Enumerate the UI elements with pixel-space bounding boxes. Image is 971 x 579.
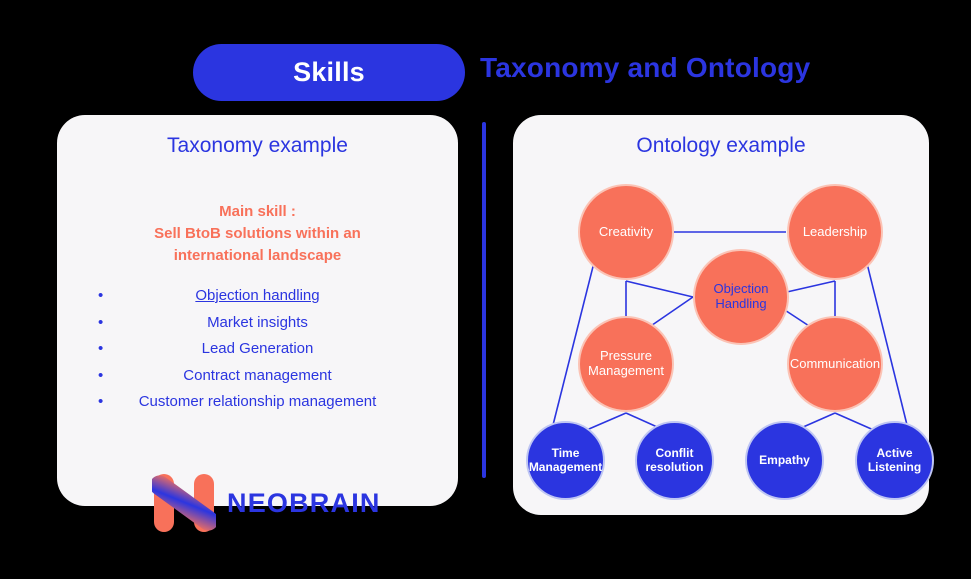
- node-label: Communication: [789, 355, 881, 371]
- main-skill-line-1: Sell BtoB solutions within an: [154, 224, 361, 242]
- node-objection-handling[interactable]: Objection Handling: [693, 249, 789, 345]
- skill-label: Customer relationship management: [138, 393, 377, 410]
- node-label-line-1: Objection: [713, 281, 769, 297]
- node-label-line-2: Listening: [867, 459, 922, 474]
- vertical-divider: [482, 122, 486, 478]
- main-skill-line-2: international landscape: [173, 246, 342, 264]
- page-title: Taxonomy and Ontology: [480, 52, 811, 83]
- neobrain-wordmark: NEOBRAIN: [227, 487, 381, 518]
- skill-label: Lead Generation: [201, 340, 314, 357]
- skill-list-item[interactable]: Objection handling: [57, 283, 458, 310]
- node-communication[interactable]: Communication: [787, 316, 883, 412]
- node-label-line-2: Management: [528, 459, 603, 474]
- node-label: Creativity: [598, 223, 654, 239]
- node-label-line-1: Time: [551, 445, 580, 460]
- node-label: Conflit resolution: [645, 445, 704, 475]
- node-label-line-2: resolution: [645, 459, 704, 474]
- node-label-line-2: Handling: [715, 296, 767, 311]
- skill-list-item[interactable]: Customer relationship management: [57, 389, 458, 416]
- node-label-line-1: Conflit: [655, 445, 694, 460]
- node-label: Time Management: [528, 445, 603, 475]
- node-label-line-1: Active: [876, 445, 913, 460]
- taxonomy-panel: Taxonomy example Main skill : Sell BtoB …: [57, 115, 458, 506]
- node-label-line-1: Pressure: [599, 348, 652, 364]
- skill-list-item[interactable]: Contract management: [57, 363, 458, 390]
- node-empathy[interactable]: Empathy: [745, 421, 824, 500]
- ontology-panel: Ontology example: [513, 115, 934, 515]
- neobrain-n-mark: [152, 474, 216, 532]
- node-label: Objection Handling: [713, 281, 769, 312]
- skill-list-item[interactable]: Market insights: [57, 310, 458, 337]
- node-time-management[interactable]: Time Management: [526, 421, 605, 500]
- ontology-panel-title: Ontology example: [636, 134, 806, 157]
- node-label: Leadership: [802, 223, 868, 239]
- node-label-line-2: Management: [588, 363, 664, 378]
- neobrain-logo: NEOBRAIN: [152, 472, 381, 534]
- node-label: Pressure Management: [588, 348, 664, 379]
- skill-label: Market insights: [207, 313, 308, 331]
- node-label: Empathy: [759, 452, 810, 467]
- node-active-listening[interactable]: Active Listening: [855, 421, 934, 500]
- main-skill-label: Main skill :: [219, 203, 296, 220]
- node-leadership[interactable]: Leadership: [787, 184, 883, 280]
- main-skill-block: Main skill : Sell BtoB solutions within …: [85, 201, 430, 266]
- skill-label: Contract management: [183, 366, 332, 384]
- skills-pill-badge[interactable]: Skills: [193, 44, 465, 101]
- skills-pill-label: Skills: [293, 57, 365, 87]
- node-pressure-management[interactable]: Pressure Management: [578, 316, 674, 412]
- skill-label: Objection handling: [195, 287, 320, 304]
- node-label: Active Listening: [867, 445, 922, 475]
- skill-list: Objection handling Market insights Lead …: [57, 283, 458, 416]
- ontology-graph: Creativity Leadership Objection Handling…: [513, 115, 934, 515]
- taxonomy-panel-title: Taxonomy example: [167, 134, 348, 157]
- skill-list-item[interactable]: Lead Generation: [57, 336, 458, 363]
- node-creativity[interactable]: Creativity: [578, 184, 674, 280]
- node-conflit-resolution[interactable]: Conflit resolution: [635, 421, 714, 500]
